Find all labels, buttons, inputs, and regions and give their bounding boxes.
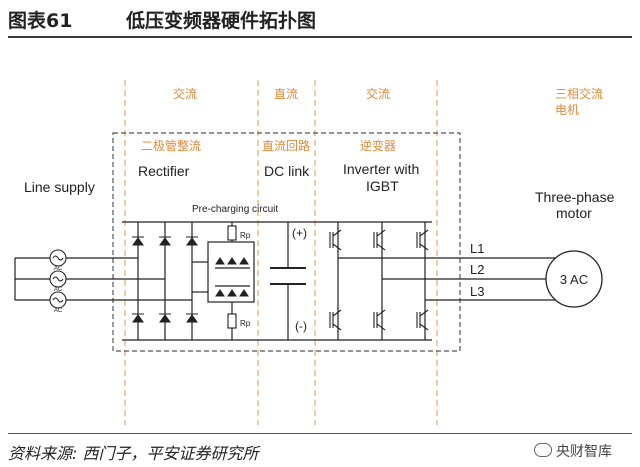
source-note: 资料来源: 西门子，平安证券研究所 (8, 444, 259, 463)
igbt-lower-1 (329, 309, 342, 331)
figure-number: 图表61 (8, 10, 73, 32)
watermark-text: 央财智库 (556, 444, 612, 460)
igbt-lower-2 (373, 309, 386, 331)
diode-lower-1 (132, 314, 144, 323)
ac-source-label-3: AC (54, 308, 63, 314)
wechat-icon (534, 443, 552, 457)
resistor-lower (227, 313, 237, 329)
motor-symbol-label: 3 AC (560, 272, 588, 287)
resistor-upper (227, 225, 237, 241)
dc-plus-label: (+) (292, 226, 307, 240)
dc-minus-label: (-) (295, 319, 307, 333)
line-supply-label: Line supply (24, 179, 95, 195)
precharge-diode-6 (239, 289, 249, 297)
section-label-inverter-2: IGBT (366, 178, 399, 194)
precharge-diode-5 (227, 289, 237, 297)
converter-boundary (112, 132, 461, 352)
motor-label-1: Three-phase (535, 189, 615, 205)
section-label-rectifier-cn: 二极管整流 (141, 138, 201, 153)
section-label-inverter-cn: 逆变器 (360, 138, 396, 153)
region-label-dc: 直流 (274, 87, 298, 101)
pre-charge-bridge (207, 241, 255, 303)
sine-wave-2 (52, 276, 64, 282)
phase-label-l1: L1 (470, 241, 484, 256)
region-separators (124, 80, 438, 425)
igbt-switches (329, 229, 429, 331)
motor-symbol (545, 250, 603, 308)
ac-source-label-1: AC (54, 266, 63, 272)
rectifier-diodes (132, 236, 249, 323)
pre-charging-label: Pre-charging circuit (192, 204, 278, 215)
precharge-resistors (227, 225, 237, 329)
sine-wave-1 (52, 255, 64, 261)
precharge-diode-2 (227, 257, 237, 265)
igbt-upper-2 (373, 229, 386, 251)
phase-label-l2: L2 (470, 262, 484, 277)
section-label-rectifier: Rectifier (138, 163, 190, 179)
diode-upper-1 (132, 237, 144, 246)
resistor-label-upper: Rp (240, 231, 251, 240)
region-label-motor-line2: 电机 (555, 103, 579, 117)
region-label-motor-line1: 三相交流 (555, 86, 603, 101)
igbt-lower-3 (416, 309, 429, 331)
figure-title: 低压变频器硬件拓扑图 (126, 10, 317, 32)
ac-sources (49, 249, 67, 309)
precharge-diode-3 (239, 257, 249, 265)
dc-link-capacitor (270, 267, 306, 285)
resistor-label-lower: Rp (240, 319, 251, 328)
section-label-dc-link: DC link (264, 163, 310, 179)
diode-upper-2 (159, 237, 171, 246)
igbt-upper-1 (329, 229, 342, 251)
region-label-ac-in: 交流 (173, 86, 197, 101)
diode-upper-3 (186, 237, 198, 246)
region-label-ac-out: 交流 (366, 86, 390, 101)
watermark: 央财智库 (534, 441, 612, 461)
diode-lower-2 (159, 314, 171, 323)
circuit-wires (14, 221, 560, 341)
motor-label-2: motor (556, 205, 592, 221)
precharge-diode-4 (215, 289, 225, 297)
sine-wave-3 (52, 297, 64, 303)
phase-label-l3: L3 (470, 284, 484, 299)
section-label-dc-link-cn: 直流回路 (262, 138, 310, 153)
header-rule (8, 36, 632, 38)
section-label-inverter-1: Inverter with (343, 161, 419, 177)
precharge-diode-1 (215, 257, 225, 265)
diode-lower-3 (186, 314, 198, 323)
ac-source-label-2: AC (54, 287, 63, 293)
figure-header: 图表61 低压变频器硬件拓扑图 (8, 4, 632, 34)
igbt-upper-3 (416, 229, 429, 251)
footer-rule (8, 433, 632, 434)
